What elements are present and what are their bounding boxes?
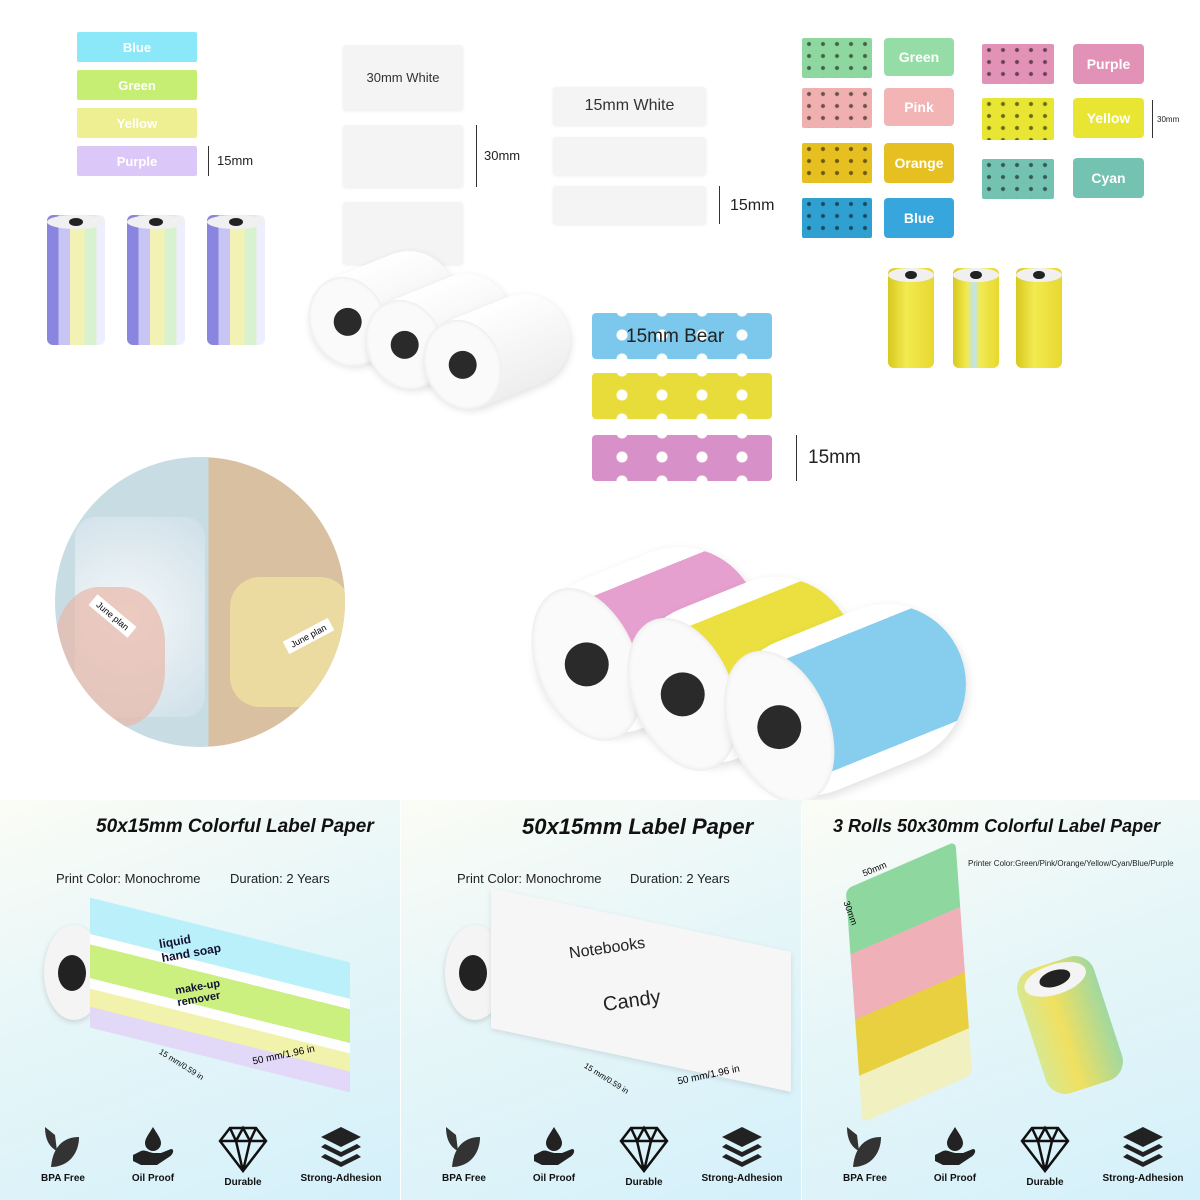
feature-label: Strong-Adhesion [1102, 1173, 1184, 1184]
colorful-roll [1011, 950, 1129, 1100]
label-stack [845, 841, 973, 1123]
feature-label: Durable [224, 1177, 262, 1188]
feature-bpa-free: BPA Free [820, 1125, 910, 1184]
feature-label: BPA Free [442, 1173, 486, 1184]
white-label-30mm [343, 125, 463, 187]
yellow-roll [1016, 268, 1062, 368]
feature-oil-proof: Oil Proof [910, 1125, 1000, 1184]
color-label-pink: Pink [884, 88, 954, 126]
yellow-roll [953, 268, 999, 368]
dimension-15mm: 15mm [808, 447, 861, 468]
feature-oil-proof: Oil Proof [509, 1125, 599, 1184]
feature-durable: Durable [198, 1125, 288, 1188]
white-label-15mm [553, 137, 706, 175]
swatch-yellow: Yellow [77, 108, 197, 138]
leaf-icon [820, 1125, 910, 1169]
dimension-15mm: 15mm [217, 153, 254, 168]
drop-hand-icon [910, 1125, 1000, 1169]
print-color: Print Color: Monochrome [56, 871, 201, 886]
feature-label: Oil Proof [532, 1173, 576, 1184]
color-label-cyan: Cyan [1073, 158, 1144, 198]
pattern-yellow [982, 98, 1054, 140]
color-label-orange: Orange [884, 143, 954, 183]
layers-icon [1098, 1125, 1188, 1169]
printer-color: Printer Color:Green/Pink/Orange/Yellow/C… [968, 859, 1174, 868]
feature-label: BPA Free [843, 1173, 887, 1184]
feature-strong-adhesion: Strong-Adhesion [296, 1125, 386, 1184]
drop-hand-icon [509, 1125, 599, 1169]
bear-label-text: 15mm Bear [626, 326, 725, 347]
height-dimension: 15 mm/0.59 in [582, 1061, 631, 1096]
pattern-pink [802, 88, 872, 128]
layers-icon [296, 1125, 386, 1169]
pastel-roll [207, 215, 265, 345]
dimension-line [476, 125, 477, 187]
pattern-purple [982, 44, 1054, 84]
color-label-blue: Blue [884, 198, 954, 238]
dimension-line [796, 435, 797, 481]
swatch-blue: Blue [77, 32, 197, 62]
bear-label-yellow [592, 373, 772, 419]
pastel-roll [47, 215, 105, 345]
feature-label: Durable [625, 1177, 663, 1188]
waterproof-photo: June plan June plan [55, 457, 345, 747]
pattern-green [802, 38, 872, 78]
panel-title: 50x15mm Label Paper [522, 814, 754, 839]
dimension-30mm: 30mm [1157, 115, 1180, 124]
color-label-purple: Purple [1073, 44, 1144, 84]
print-color: Print Color: Monochrome [457, 871, 602, 886]
dimension-line [208, 146, 209, 176]
feature-bpa-free: BPA Free [419, 1125, 509, 1184]
feature-strong-adhesion: Strong-Adhesion [1098, 1125, 1188, 1184]
dimension-line [719, 186, 720, 224]
color-label-green: Green [884, 38, 954, 76]
feature-label: Strong-Adhesion [300, 1173, 382, 1184]
feature-label: Oil Proof [933, 1173, 977, 1184]
feature-label: Oil Proof [131, 1173, 175, 1184]
feature-label: Durable [1026, 1177, 1064, 1188]
panel-title: 3 Rolls 50x30mm Colorful Label Paper [833, 816, 1161, 836]
duration: Duration: 2 Years [630, 871, 730, 886]
pastel-roll [127, 215, 185, 345]
feature-oil-proof: Oil Proof [108, 1125, 198, 1184]
pattern-cyan [982, 159, 1054, 199]
feature-bpa-free: BPA Free [18, 1125, 108, 1184]
dimension-line [1152, 100, 1153, 138]
leaf-icon [419, 1125, 509, 1169]
white-label-15mm [553, 186, 706, 224]
diamond-icon [198, 1125, 288, 1173]
swatch-green: Green [77, 70, 197, 100]
dimension-30mm: 30mm [484, 148, 521, 163]
feature-durable: Durable [1000, 1125, 1090, 1188]
feature-durable: Durable [599, 1125, 689, 1188]
yellow-roll [888, 268, 934, 368]
bear-label-blue: 15mm Bear [592, 313, 772, 359]
swatch-purple: Purple [77, 146, 197, 176]
dimension-15mm: 15mm [730, 197, 775, 214]
feature-label: Strong-Adhesion [701, 1173, 783, 1184]
panel-title: 50x15mm Colorful Label Paper [96, 816, 374, 837]
feature-label: BPA Free [41, 1173, 85, 1184]
layers-icon [697, 1125, 787, 1169]
diamond-icon [599, 1125, 689, 1173]
leaf-icon [18, 1125, 108, 1169]
pattern-blue [802, 198, 872, 238]
drop-hand-icon [108, 1125, 198, 1169]
bear-label-pink [592, 435, 772, 481]
color-label-yellow: Yellow [1073, 98, 1144, 138]
white-label-30mm: 30mm White [343, 45, 463, 110]
duration: Duration: 2 Years [230, 871, 330, 886]
diamond-icon [1000, 1125, 1090, 1173]
white-label-15mm: 15mm White [553, 87, 706, 125]
feature-strong-adhesion: Strong-Adhesion [697, 1125, 787, 1184]
pattern-orange [802, 143, 872, 183]
